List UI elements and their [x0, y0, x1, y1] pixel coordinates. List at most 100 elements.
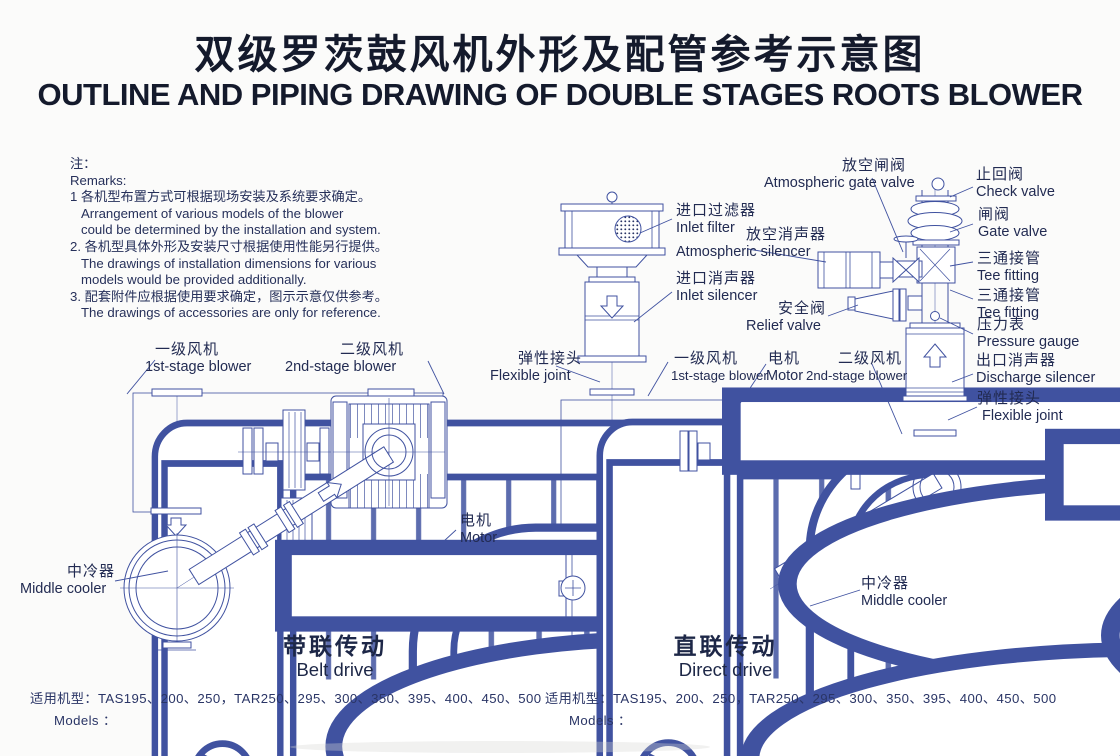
- atmospheric-silencer-drawing: [817, 251, 894, 289]
- gate-valve-drawing: [916, 246, 956, 284]
- label-check-valve: 止回阀 Check valve: [976, 166, 1055, 201]
- remarks-block: 注： Remarks: 1 各机型布置方式可根据现场安装及系统要求确定。 Arr…: [70, 156, 388, 322]
- remark-2-en-line2: models would be provided additionally.: [81, 272, 307, 288]
- inlet-silencer-drawing: [577, 276, 647, 363]
- models-label-zh: 适用机型：: [30, 691, 98, 706]
- remark-1-en-line2: could be determined by the installation …: [81, 222, 381, 238]
- en-text: Middle cooler: [861, 593, 948, 609]
- label-tee-fitting-2: 三通接管 Tee fitting: [977, 287, 1041, 322]
- en-text: Check valve: [976, 184, 1055, 200]
- en-text: 2nd-stage blower: [285, 359, 397, 375]
- scan-smudge: [290, 741, 710, 753]
- en-text: 1st-stage blower: [671, 368, 768, 383]
- models-label-en: Models ：: [54, 713, 117, 728]
- label-direct-second-stage-blower: 二级风机 2nd-stage blower: [806, 350, 907, 385]
- models-label-zh: 适用机型：: [545, 691, 613, 706]
- label-gate-valve: 闸阀 Gate valve: [978, 206, 1047, 241]
- en-text: Tee fitting: [977, 305, 1040, 321]
- label-relief-valve: 安全阀 Relief valve: [746, 300, 826, 335]
- remark-1-zh: 1 各机型布置方式可根据现场安装及系统要求确定。: [70, 189, 372, 205]
- label-belt-second-stage-blower: 二级风机 2nd-stage blower: [285, 341, 404, 376]
- models-list: TAS195、200、250，TAR250、295、300、350、395、40…: [612, 691, 1057, 706]
- en-text: Pressure gauge: [977, 334, 1080, 350]
- en-text: 1st-stage blower: [145, 359, 252, 375]
- label-belt-first-stage-blower: 一级风机 1st-stage blower: [145, 341, 251, 376]
- zh-text: 止回阀: [976, 166, 1025, 183]
- zh-text: 弹性接头: [518, 350, 583, 367]
- zh-text: 中冷器: [67, 563, 116, 580]
- label-pressure-gauge: 压力表 Pressure gauge: [977, 316, 1079, 351]
- label-flexible-joint-inlet: 弹性接头 Flexible joint: [490, 350, 582, 385]
- en-text: Belt drive: [296, 659, 374, 680]
- belt-diagonal-pipe-drawing: [188, 446, 395, 586]
- label-inlet-filter: 进口过滤器 Inlet filter: [676, 202, 756, 237]
- en-text: Atmospheric silencer: [676, 244, 811, 260]
- inlet-flexible-joint-drawing: [589, 388, 1120, 756]
- zh-text: 带联传动: [283, 633, 387, 659]
- zh-text: 压力表: [977, 316, 1026, 333]
- belt-leader-lines: [114, 359, 457, 582]
- zh-text: 中冷器: [861, 575, 910, 592]
- zh-text: 电机: [768, 350, 801, 367]
- en-text: 2nd-stage blower: [806, 368, 908, 383]
- direct-leader-lines: [555, 177, 978, 607]
- remark-1-en-line1: Arrangement of various models of the blo…: [81, 205, 344, 221]
- atmospheric-gate-valve-drawing: [892, 235, 923, 284]
- zh-text: 一级风机: [674, 350, 739, 367]
- label-inlet-silencer: 进口消声器 Inlet silencer: [676, 270, 757, 305]
- en-text: Direct drive: [678, 659, 773, 680]
- en-text: Relief valve: [746, 318, 821, 334]
- remarks-heading-zh: 注：: [70, 156, 97, 171]
- label-atmospheric-gate-valve: 放空闸阀 Atmospheric gate valve: [764, 157, 915, 192]
- remark-3-zh: 3. 配套附件应根据使用要求确定，图示示意仅供参考。: [70, 288, 388, 304]
- zh-text: 电机: [460, 512, 493, 529]
- zh-text: 二级风机: [838, 350, 903, 367]
- en-text: Inlet filter: [676, 220, 735, 236]
- remark-2-zh: 2. 各机型具体外形及安装尺寸根据使用性能另行提供。: [70, 238, 388, 254]
- models-list: TAS195、200、250，TAR250、295、300、350、395、40…: [97, 691, 542, 706]
- belt-coupling-drawing: [238, 409, 331, 491]
- en-text: Middle cooler: [20, 581, 107, 597]
- remark-3-en: The drawings of accessories are only for…: [81, 305, 381, 321]
- direct-drive-caption: 直联传动 Direct drive: [653, 633, 798, 680]
- relief-valve-drawing: [847, 288, 923, 322]
- label-direct-first-stage-blower: 一级风机 1st-stage blower: [671, 350, 768, 385]
- zh-text: 三通接管: [977, 287, 1042, 304]
- belt-drive-caption: 带联传动 Belt drive: [265, 633, 405, 680]
- models-label-en: Models ：: [569, 713, 632, 728]
- models-line-direct: 适用机型：TAS195、200、250，TAR250、295、300、350、3…: [545, 688, 1057, 729]
- label-belt-motor: 电机 Motor: [460, 512, 497, 547]
- en-text: Discharge silencer: [976, 370, 1096, 386]
- outlet-flexible-joint-drawing: [913, 429, 1120, 756]
- zh-text: 安全阀: [778, 300, 827, 317]
- zh-text: 三通接管: [977, 250, 1042, 267]
- belt-drive-drawing: [114, 359, 1120, 756]
- label-direct-motor: 电机 Motor: [766, 350, 803, 385]
- en-text: Motor: [460, 530, 498, 546]
- en-text: Inlet silencer: [676, 288, 758, 304]
- pressure-gauge-drawing: [930, 311, 940, 321]
- en-text: Tee fitting: [977, 268, 1040, 284]
- label-discharge-silencer: 出口消声器 Discharge silencer: [976, 352, 1095, 387]
- check-valve-drawing: [907, 195, 963, 246]
- inlet-filter-drawing: [558, 191, 666, 278]
- zh-text: 直联传动: [673, 633, 778, 659]
- page-title-en: OUTLINE AND PIPING DRAWING OF DOUBLE STA…: [37, 77, 1083, 112]
- page-title-zh: 双级罗茨鼓风机外形及配管参考示意图: [194, 33, 926, 77]
- label-belt-middle-cooler: 中冷器 Middle cooler: [20, 563, 115, 598]
- zh-text: 二级风机: [340, 341, 405, 358]
- zh-text: 出口消声器: [976, 352, 1057, 369]
- zh-text: 放空闸阀: [842, 157, 907, 174]
- zh-text: 闸阀: [978, 206, 1011, 223]
- label-flexible-joint-outlet: 弹性接头 Flexible joint: [977, 390, 1063, 425]
- en-text: Motor: [766, 368, 804, 384]
- zh-text: 一级风机: [155, 341, 220, 358]
- zh-text: 进口消声器: [676, 270, 757, 287]
- label-atmospheric-silencer: 放空消声器 Atmospheric silencer: [676, 226, 826, 261]
- remarks-heading-en: Remarks:: [70, 172, 127, 188]
- discharge-silencer-drawing: [902, 327, 968, 402]
- discharge-stack-drawing: [817, 177, 1120, 756]
- zh-text: 进口过滤器: [676, 202, 757, 219]
- zh-text: 放空消声器: [746, 226, 827, 243]
